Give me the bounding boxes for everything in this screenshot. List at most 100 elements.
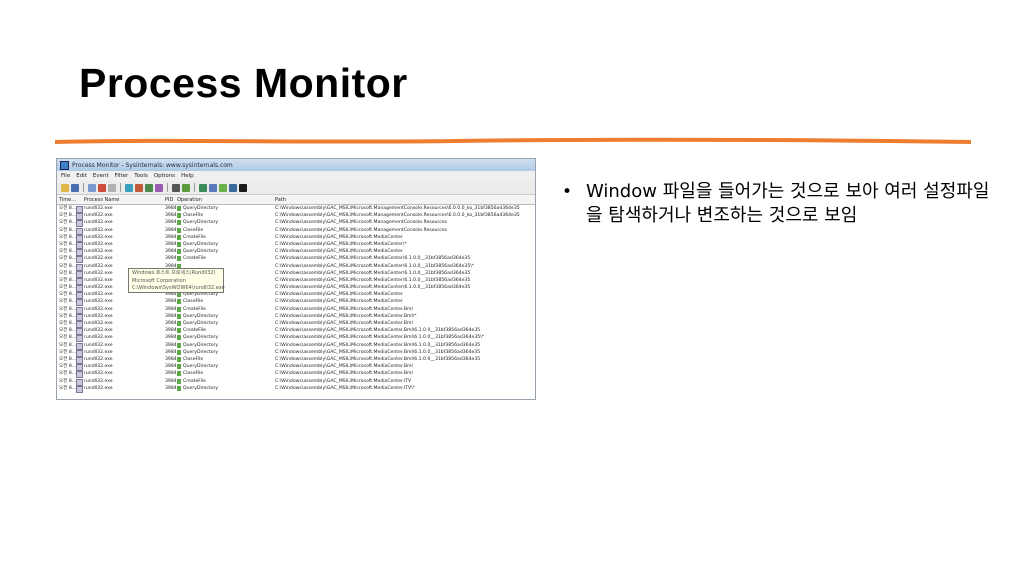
menu-help[interactable]: Help — [181, 173, 194, 179]
tooltip-line: Microsoft Corporation — [132, 277, 186, 284]
operation-icon — [177, 356, 181, 362]
process-icon — [76, 299, 83, 307]
row-path: C:\Windows\assembly\GAC_MSIL\Microsoft.M… — [275, 213, 520, 219]
process-icon — [76, 249, 83, 257]
process-icon — [76, 371, 83, 379]
process-icon — [76, 263, 83, 271]
magnifier-icon[interactable] — [88, 183, 96, 192]
toolbar-separator — [167, 183, 168, 192]
row-path: C:\Windows\assembly\GAC_MSIL\Microsoft.M… — [275, 285, 471, 291]
menu-event[interactable]: Event — [92, 173, 109, 179]
menu-edit[interactable]: Edit — [76, 173, 87, 179]
row-time: 오전 8... — [59, 234, 77, 240]
row-time: 오전 8... — [59, 364, 77, 370]
find-icon[interactable] — [172, 183, 180, 192]
registry-activity-icon[interactable] — [199, 183, 207, 192]
process-icon — [76, 385, 83, 393]
capture-icon[interactable] — [98, 183, 106, 192]
row-process-name: rundll32.exe — [84, 227, 113, 233]
highlight-icon[interactable] — [135, 183, 143, 192]
window-title: Process Monitor - Sysinternals: www.sysi… — [72, 161, 233, 169]
row-operation: QueryDirectory — [183, 364, 219, 370]
operation-icon — [177, 306, 181, 312]
column-process-name[interactable]: Process Name — [84, 197, 120, 203]
menu-file[interactable]: File — [61, 173, 71, 179]
row-process-name: rundll32.exe — [84, 206, 113, 211]
row-path: C:\Windows\assembly\GAC_MSIL\Microsoft.M… — [275, 385, 415, 391]
row-path: C:\Windows\assembly\GAC_MSIL\Microsoft.M… — [275, 263, 475, 269]
open-icon[interactable] — [61, 183, 69, 192]
filesystem-activity-icon[interactable] — [209, 183, 217, 192]
row-operation: QueryDirectory — [183, 349, 219, 355]
menu-tools[interactable]: Tools — [134, 173, 148, 179]
process-activity-icon[interactable] — [229, 183, 237, 192]
row-process-name: rundll32.exe — [84, 328, 113, 334]
bullet-text: Window 파일을 들어가는 것으로 보아 여러 설정파일을 탐색하거나 변조… — [586, 181, 990, 226]
network-activity-icon[interactable] — [219, 183, 227, 192]
slide-title: Process Monitor — [79, 60, 408, 106]
row-operation: QueryDirectory — [183, 241, 219, 247]
row-pid: 3984 — [165, 206, 177, 211]
bullet-dot: • — [562, 182, 573, 202]
row-process-name: rundll32.exe — [84, 364, 113, 370]
row-process-name: rundll32.exe — [84, 349, 113, 355]
menu-filter[interactable]: Filter — [114, 173, 129, 179]
row-pid: 3984 — [165, 213, 177, 219]
process-tooltip: Windows 호스트 프로세스(Rundll32) Microsoft Cor… — [128, 268, 225, 293]
row-time: 오전 8... — [59, 328, 77, 334]
row-time: 오전 8... — [59, 306, 77, 312]
clear-icon[interactable] — [108, 183, 116, 192]
column-time[interactable]: Time... — [59, 197, 77, 203]
filter-icon[interactable] — [125, 183, 133, 192]
row-operation: QueryDirectory — [183, 313, 219, 319]
row-time: 오전 8... — [59, 292, 77, 298]
column-operation[interactable]: Operation — [177, 197, 202, 203]
process-icon — [76, 335, 83, 343]
row-process-name: rundll32.exe — [84, 299, 113, 305]
row-pid: 3984 — [165, 299, 177, 305]
column-pid[interactable]: PID — [165, 197, 174, 203]
row-time: 오전 8... — [59, 277, 77, 283]
jump-icon[interactable] — [182, 183, 190, 192]
row-path: C:\Windows\assembly\GAC_MSIL\Microsoft.M… — [275, 342, 481, 348]
window-titlebar: Process Monitor - Sysinternals: www.sysi… — [57, 159, 535, 171]
process-icon — [76, 220, 83, 228]
row-time: 오전 8... — [59, 385, 77, 391]
autoscroll-icon[interactable] — [155, 183, 163, 192]
save-icon[interactable] — [71, 183, 79, 192]
target-icon[interactable] — [145, 183, 153, 192]
menu-options[interactable]: Options — [153, 173, 176, 179]
column-path[interactable]: Path — [275, 197, 286, 203]
row-path: C:\Windows\assembly\GAC_MSIL\Microsoft.M… — [275, 313, 417, 319]
row-operation: QueryDirectory — [183, 220, 219, 226]
profiling-activity-icon[interactable] — [239, 183, 247, 192]
bullet-list: • Window 파일을 들어가는 것으로 보아 여러 설정파일을 탐색하거나 … — [562, 180, 992, 228]
row-pid: 3984 — [165, 263, 177, 269]
row-process-name: rundll32.exe — [84, 385, 113, 391]
row-path: C:\Windows\assembly\GAC_MSIL\Microsoft.M… — [275, 249, 403, 255]
row-path: C:\Windows\assembly\GAC_MSIL\Microsoft.M… — [275, 378, 412, 384]
